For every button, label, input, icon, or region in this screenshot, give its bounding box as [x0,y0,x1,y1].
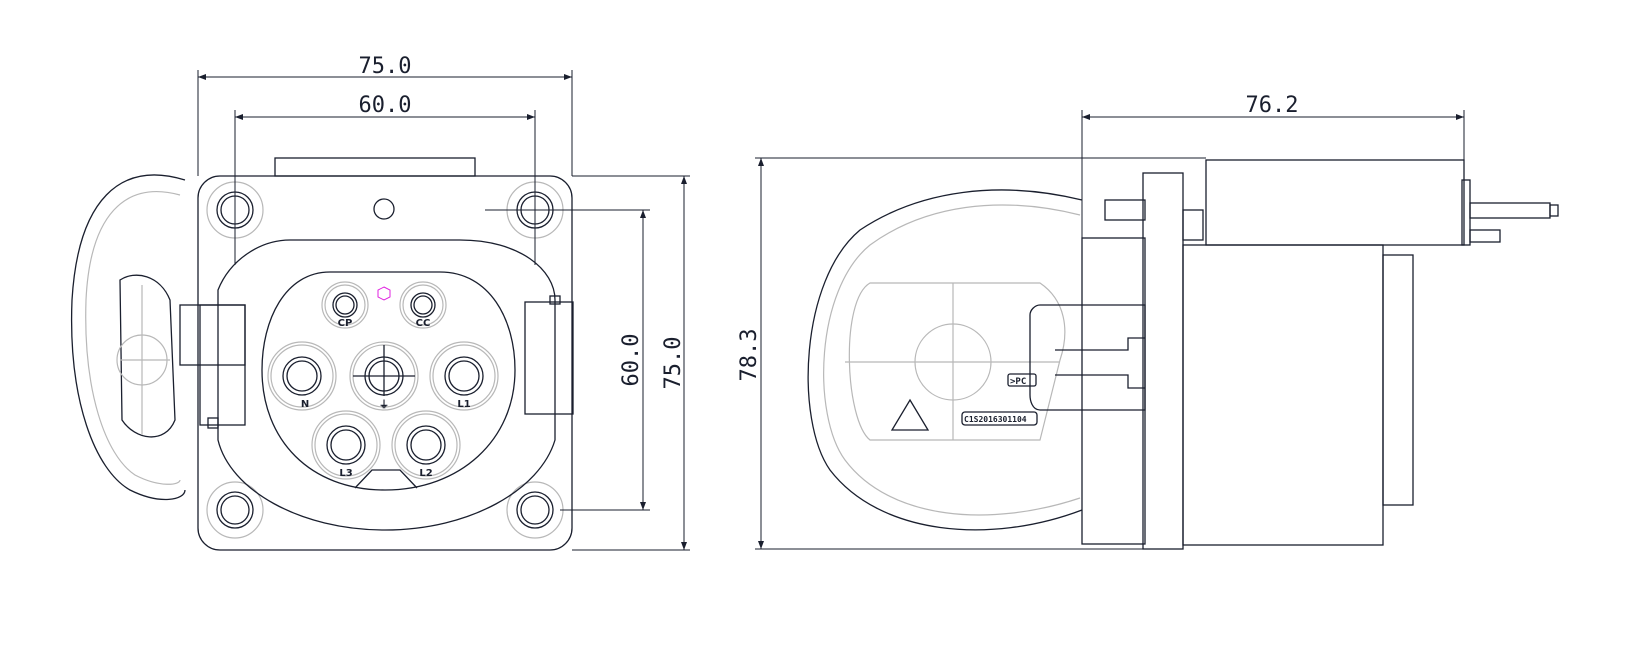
svg-text:78.3: 78.3 [737,329,762,382]
material-mark: >PC [1007,373,1037,387]
cover-profile [807,189,1083,531]
svg-text:C1S2016301104: C1S2016301104 [964,415,1027,424]
svg-text:75.0: 75.0 [661,337,686,390]
pin-label-l2: L2 [419,468,432,479]
top-tab [274,157,476,177]
mounting-holes [206,181,564,539]
svg-text:75.0: 75.0 [359,54,412,79]
socket-face [261,271,516,491]
pin-label-pe: ⏚ [379,399,389,411]
rear-housing [1182,244,1384,546]
svg-text:60.0: 60.0 [359,93,412,118]
side-view: >PC C1S2016301104 78.3 76.2 [737,93,1559,550]
side-latch [524,301,574,415]
part-code-label: C1S2016301104 [961,411,1038,426]
dimension-front-width: 75.0 [197,54,573,176]
svg-text:76.2: 76.2 [1246,93,1299,118]
pin-l2: L2 [391,410,461,480]
hinged-cover [70,174,246,501]
svg-text:>PC: >PC [1010,377,1026,387]
dimension-front-height: 75.0 [572,175,690,551]
pin-l3: L3 [311,410,381,480]
dimension-side-height: 78.3 [737,157,1206,550]
key-notch [354,469,418,489]
pin-cc: CC [399,281,447,329]
flange-side [1142,172,1184,550]
indicator-hole [373,198,395,220]
pin-label-cp: CP [338,318,353,329]
pin-label-l1: L1 [457,399,470,410]
pin-pe: ⏚ [349,341,419,411]
recycle-icon [890,398,930,431]
rear-housing-top [1205,159,1465,246]
pin-label-l3: L3 [339,468,352,479]
latch-housing [1029,304,1146,411]
marker-hexagon [377,286,391,301]
pin-label-cc: CC [416,318,431,329]
socket-outline [217,239,556,531]
pin-label-n: N [301,399,309,410]
mounting-flange [197,175,573,551]
pin-n: N [267,341,337,411]
dimension-hole-spacing-h: 60.0 [234,93,536,265]
svg-text:60.0: 60.0 [619,334,644,387]
pin-l1: L1 [429,341,499,411]
dimension-hole-spacing-v: 60.0 [485,209,650,511]
front-view: CP CC N ⏚ L1 L3 [70,54,690,551]
pin-cp: CP [321,281,369,329]
dimension-side-depth: 76.2 [1081,93,1465,238]
